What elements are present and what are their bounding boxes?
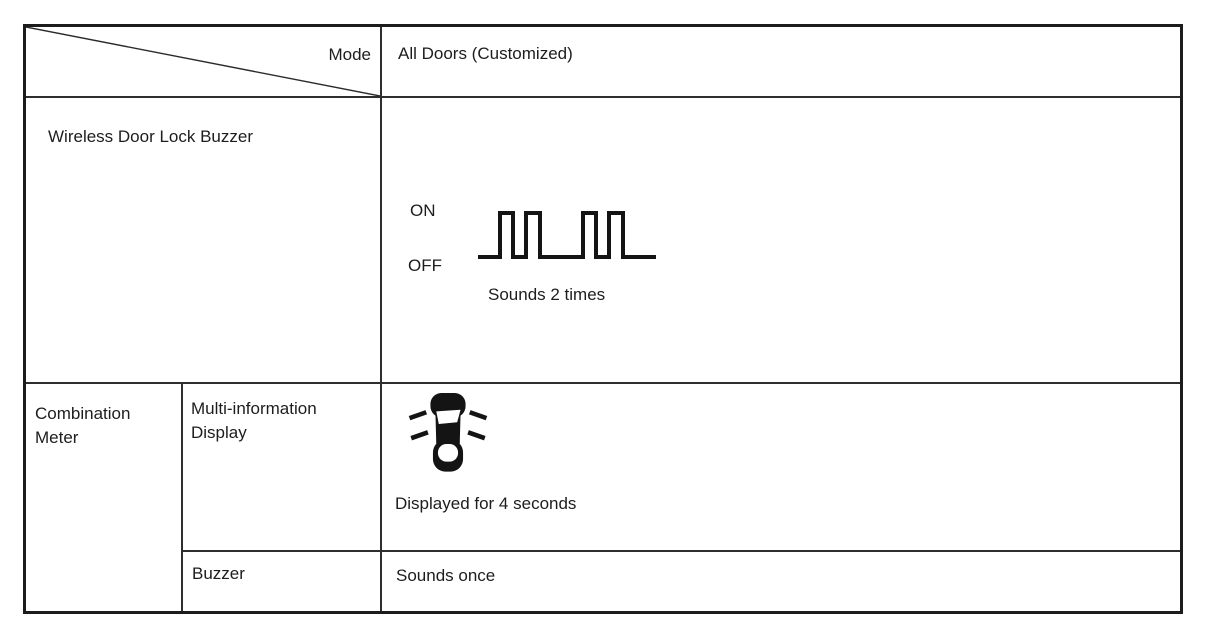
door-lock-customize-table: Mode All Doors (Customized) Wireless Doo… xyxy=(23,24,1183,614)
multi-information-display-label: Multi-information Display xyxy=(191,399,317,442)
buzzer-label: Buzzer xyxy=(192,564,245,583)
buzzer-value-cell: Sounds once xyxy=(382,552,1180,611)
corner-header-cell: Mode xyxy=(26,27,382,98)
buzzer-label-cell: Buzzer xyxy=(183,552,382,611)
wireless-door-lock-buzzer-cell: Wireless Door Lock Buzzer xyxy=(26,98,382,384)
diagonal-divider-line xyxy=(26,27,380,96)
multi-info-display-value: Displayed for 4 seconds xyxy=(395,494,577,513)
mode-value-text: All Doors (Customized) xyxy=(398,44,573,63)
car-indicator-flash-icon xyxy=(408,393,488,472)
waveform-caption: Sounds 2 times xyxy=(488,285,606,304)
multi-information-display-cell: Multi-information Display xyxy=(183,384,382,552)
buzzer-value: Sounds once xyxy=(396,566,496,585)
buzzer-pulse-waveform-icon xyxy=(478,211,656,259)
waveform-off-label: OFF xyxy=(408,256,442,275)
combination-meter-label: Combination Meter xyxy=(35,404,131,447)
mode-value-cell: All Doors (Customized) xyxy=(382,27,1180,98)
combination-meter-cell: Combination Meter xyxy=(26,384,183,611)
wireless-buzzer-value-cell: ON OFF Sounds 2 times xyxy=(382,98,1180,384)
waveform-on-label: ON xyxy=(410,201,436,220)
wireless-door-lock-buzzer-label: Wireless Door Lock Buzzer xyxy=(48,127,254,146)
mode-header-label: Mode xyxy=(328,45,371,64)
multi-info-value-cell: Displayed for 4 seconds xyxy=(382,384,1180,552)
